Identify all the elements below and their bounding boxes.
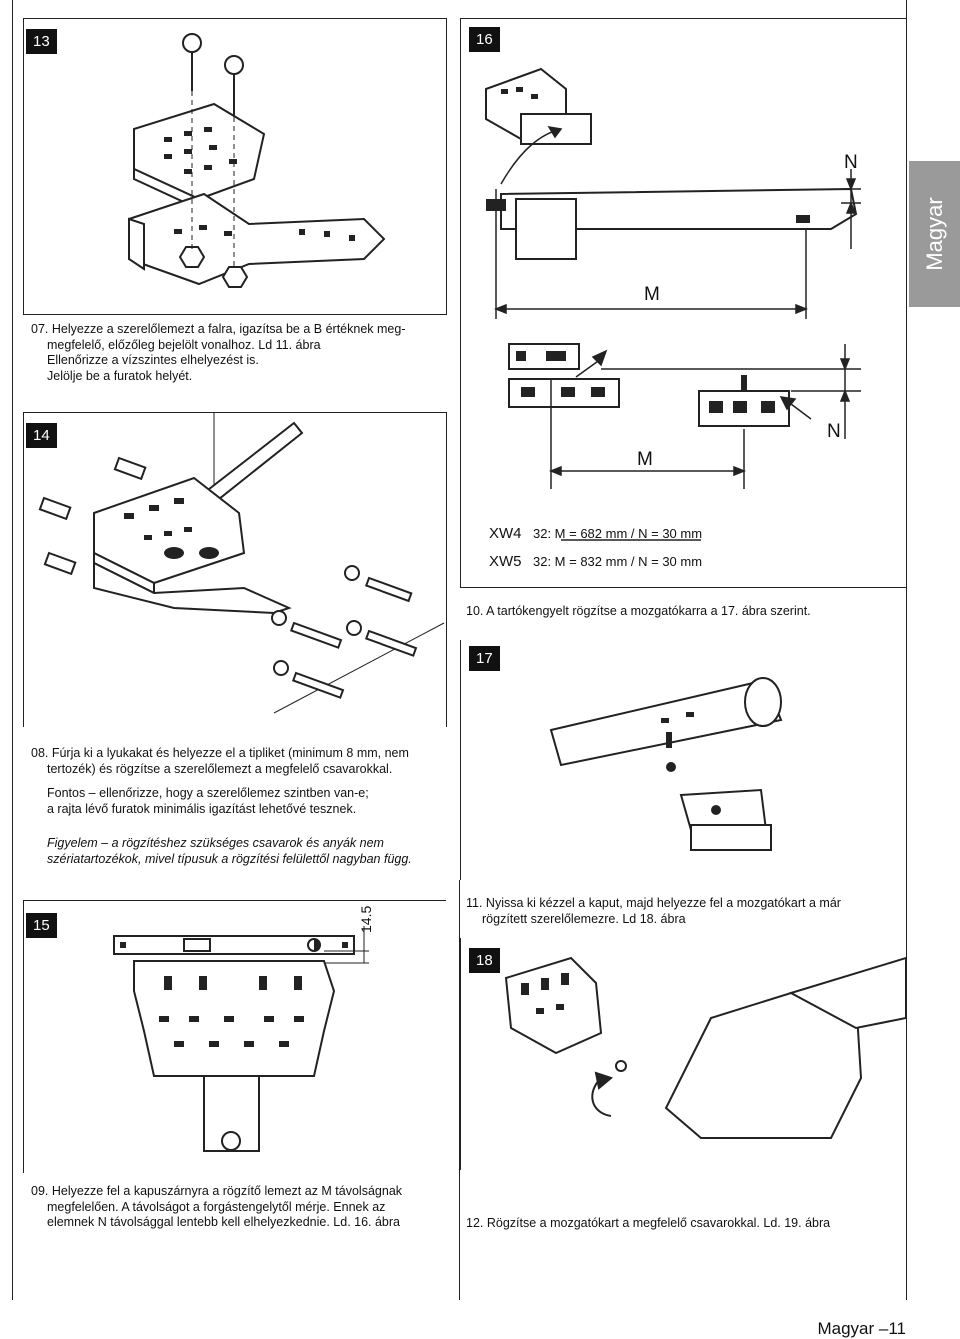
level-illustration — [113, 926, 369, 1152]
actuator-fitting-illustration — [504, 956, 906, 1139]
dimension-n-top: N — [844, 152, 858, 173]
mounting-distance-illustration — [485, 67, 861, 541]
figure-16: 16 — [460, 18, 907, 588]
note-figyelem: Figyelem – a rögzítéshez szükséges csava… — [47, 836, 412, 866]
figure-13: 13 — [23, 18, 447, 315]
page-border-right — [906, 0, 907, 1300]
dimension-m-top: M — [644, 284, 660, 305]
column-divider — [459, 880, 460, 1300]
level-dimension-label: 14.5 — [358, 905, 374, 933]
note-fontos: Fontos – ellenőrizze, hogy a szerelőleme… — [47, 786, 369, 816]
step-12: 12. Rögzítse a mozgatókart a megfelelő c… — [466, 1216, 831, 1230]
figure-17-number: 17 — [469, 646, 500, 671]
figure-16-number: 16 — [469, 27, 500, 52]
step-10: 10. A tartókengyelt rögzítse a mozgatóka… — [466, 604, 811, 618]
figure-18: 18 — [460, 938, 906, 1170]
step-07: 07. Helyezze a szerelőlemezt a falra, ig… — [31, 322, 406, 383]
figure-15-number: 15 — [26, 913, 57, 938]
figure-14-number: 14 — [26, 423, 57, 448]
figure-14: 14 — [23, 412, 447, 727]
dimension-m-bottom: M — [637, 449, 653, 470]
page-border-left — [12, 0, 13, 1300]
step-11: 11. Nyissa ki kézzel a kaput, majd helye… — [466, 896, 841, 926]
drilling-illustration — [38, 413, 445, 714]
figure-15: 15 14.5 — [23, 900, 446, 1173]
figure-18-number: 18 — [469, 948, 500, 973]
bracket-illustration — [128, 33, 386, 288]
figure-13-number: 13 — [26, 29, 57, 54]
dimension-n-bottom: N — [827, 421, 841, 442]
step-08: 08. Fúrja ki a lyukakat és helyezze el a… — [31, 746, 409, 776]
language-tab: Magyar — [909, 161, 960, 307]
bracket-to-arm-illustration — [549, 677, 783, 851]
step-09: 09. Helyezze fel a kapuszárnyra a rögzít… — [31, 1184, 403, 1229]
page-footer: Magyar –11 — [817, 1319, 906, 1338]
figure-17: 17 — [460, 640, 906, 880]
